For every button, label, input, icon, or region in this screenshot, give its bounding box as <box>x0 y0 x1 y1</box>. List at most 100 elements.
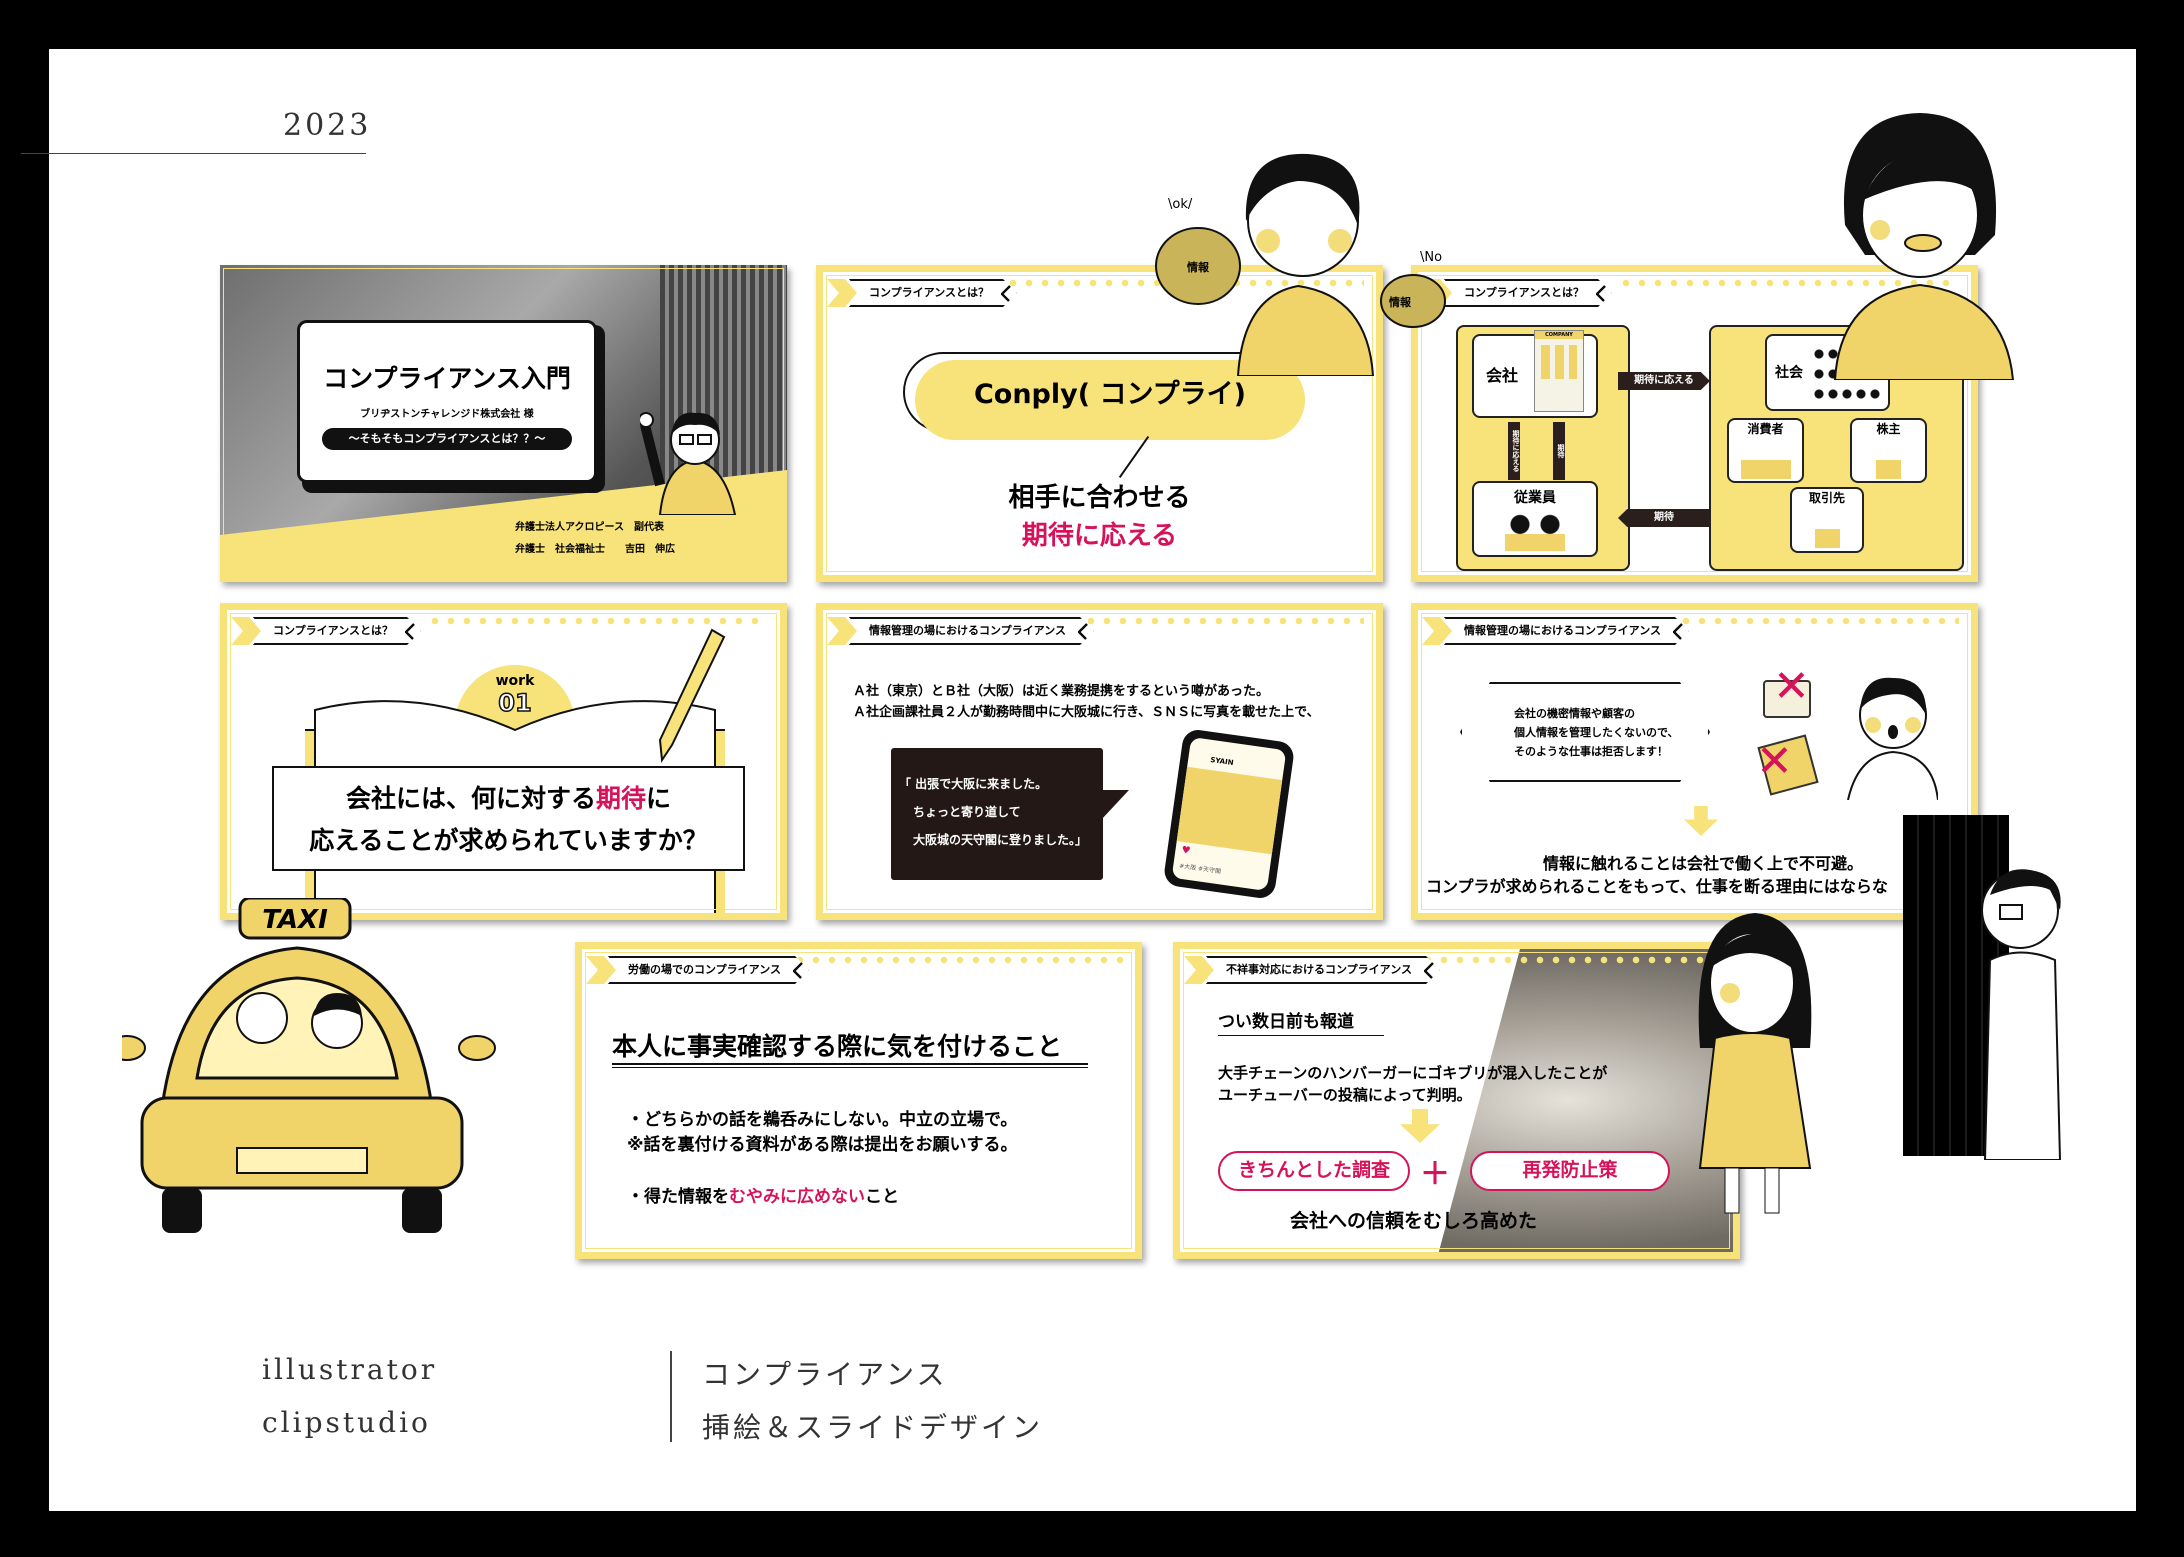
presenter-name-text: 吉田 伸広 <box>625 544 675 555</box>
company-label: 会社 <box>1486 366 1519 385</box>
footer-divider <box>670 1351 672 1442</box>
dot-border <box>1618 278 1959 288</box>
presenter-name: 弁護士 社会福祉士 吉田 伸広 <box>515 540 675 555</box>
question-text: 会社には、何に対する <box>345 784 596 813</box>
down-arrow-icon <box>1684 806 1718 836</box>
heading-underline <box>612 1063 1088 1068</box>
cross-icon: ✕ <box>1773 661 1810 712</box>
result-text: 会社への信頼をむしろ高めた <box>1290 1210 1538 1232</box>
presenter-org: 弁護士法人アクロピース 副代表 <box>515 518 664 533</box>
slide-info-management-2: 情報管理の場におけるコンプライアンス 会社の機密情報や顧客の 個人情報を管理した… <box>1411 603 1978 920</box>
tool-clipstudio: clipstudio <box>262 1406 431 1439</box>
news-line-2: ユーチューバーの投稿によって判明。 <box>1218 1086 1472 1104</box>
employees-label: 従業員 <box>1514 490 1556 506</box>
refusing-man-illustration <box>1847 677 1938 800</box>
bullet-highlight: むやみに広めない <box>729 1187 865 1207</box>
bubble-line-1: 会社の機密情報や顧客の <box>1514 707 1635 720</box>
slide-labor: 労働の場でのコンプライアンス 本人に事実確認する際に気を付けること ・どちらかの… <box>575 942 1142 1259</box>
dot-border <box>1678 616 1959 626</box>
story-line-1: Ａ社（東京）とＢ社（大阪）は近く業務提携をするという噂があった。 <box>853 684 1270 699</box>
people-icon <box>1505 513 1565 551</box>
question-text: に <box>646 784 672 813</box>
badge-number: 01 <box>498 688 533 718</box>
slide-work: コンプライアンスとは？ work 01 会社には、何に対する期待に 応えることが… <box>220 603 787 920</box>
slide-tab: コンプライアンスとは？ <box>1422 278 1612 308</box>
consumers-card: 消費者 <box>1727 418 1804 483</box>
heart-icon: ♥ <box>1180 844 1192 857</box>
question-highlight: 期待 <box>595 784 646 813</box>
bullet-text: こと <box>865 1187 899 1207</box>
investigation-pill: きちんとした調査 <box>1218 1151 1410 1191</box>
arrow-v-expect: 期待 <box>1553 422 1565 480</box>
slide-tab: コンプライアンスとは？ <box>231 616 421 646</box>
dot-border <box>1083 616 1364 626</box>
quote-line-1: 「 出張で大阪に来ました。 <box>899 777 1048 791</box>
tool-illustrator: illustrator <box>262 1353 438 1386</box>
arrow-expectations: 期待 <box>1618 509 1710 527</box>
bullet-note: ※話を裏付ける資料がある際は提出をお願いする。 <box>627 1135 1018 1155</box>
pen-icon <box>658 628 726 763</box>
ok-label: \ok/ <box>1168 197 1193 212</box>
dot-border <box>427 616 768 626</box>
tab-label: コンプライアンスとは？ <box>1444 279 1612 307</box>
conclusion-line-2: コンプラが求められることをもって、仕事を断る理由にはならな <box>1426 877 1888 896</box>
plus-sign: ＋ <box>1420 1157 1450 1192</box>
term-pill: Conply( コンプライ) <box>915 360 1305 440</box>
consumers-label: 消費者 <box>1747 422 1784 436</box>
arrow-v-meet: 期待に応える <box>1508 422 1520 480</box>
people-icon <box>1740 441 1791 479</box>
presenter-quals: 弁護士 社会福祉士 <box>515 544 605 555</box>
chevron-icon <box>1422 617 1452 645</box>
slide-tab: 労働の場でのコンプライアンス <box>586 955 809 985</box>
employees-card: 従業員 <box>1472 481 1598 557</box>
blob-label: 情報 <box>1389 295 1412 309</box>
bubble-tail <box>1101 790 1129 820</box>
tab-label: コンプライアンスとは？ <box>253 617 421 645</box>
labor-heading: 本人に事実確認する際に気を付けること <box>612 1032 1063 1061</box>
pointer-line <box>1118 435 1150 479</box>
chevron-icon <box>586 956 616 984</box>
quote-bubble: 「 出張で大阪に来ました。 ちょっと寄り道して 大阪城の天守閣に登りました。」 <box>891 748 1103 880</box>
news-callout: つい数日前も報道 <box>1218 1007 1384 1036</box>
smartphone-illustration: SYAIN ♥ #大阪 #天守閣 <box>1162 727 1296 901</box>
question-line-1: 会社には、何に対する期待に <box>274 778 743 820</box>
post-photo <box>1176 766 1283 855</box>
slide-tab: 情報管理の場におけるコンプライアンス <box>827 616 1094 646</box>
chevron-icon <box>827 617 857 645</box>
cross-icon: ✕ <box>1756 736 1793 787</box>
title-bubble: コンプライアンス入門 ブリヂストンチャレンジド株式会社 様 〜そもそもコンプライ… <box>297 320 597 483</box>
badge-word: work <box>495 673 535 689</box>
tab-label: 情報管理の場におけるコンプライアンス <box>849 617 1094 645</box>
meaning-1: 相手に合わせる <box>1008 483 1191 513</box>
blob-label: 情報 <box>1187 260 1210 274</box>
tag: #天守閣 <box>1197 865 1222 876</box>
news-line-1: 大手チェーンのハンバーガーにゴキブリが混入したことが <box>1218 1064 1608 1082</box>
thinking-woman-illustration <box>1833 113 2015 380</box>
society-label: 社会 <box>1775 365 1803 381</box>
tag: #大阪 <box>1178 862 1197 872</box>
footer-title-2: 挿絵＆スライドデザイン <box>702 1411 1044 1444</box>
quote-line-3: 大阪城の天守閣に登りました。」 <box>913 833 1088 847</box>
slide-tab: 不祥事対応におけるコンプライアンス <box>1184 955 1440 985</box>
cover-client: ブリヂストンチャレンジド株式会社 様 <box>360 409 534 420</box>
tab-label: 労働の場でのコンプライアンス <box>608 956 809 984</box>
building-icon: COMPANY <box>1534 330 1584 412</box>
lawyer-illustration <box>640 412 737 515</box>
question-line-2: 応えることが求められていますか？ <box>309 826 708 855</box>
dot-border <box>1420 955 1721 965</box>
conclusion-line-1: 情報に触れることは会社で働く上で不可避。 <box>1542 854 1863 873</box>
shareholders-card: 株主 <box>1850 418 1927 483</box>
presenter-org-text: 弁護士法人アクロピース <box>515 522 624 533</box>
peeking-man-illustration <box>1981 869 2062 1160</box>
prevention-pill: 再発防止策 <box>1470 1151 1670 1191</box>
slide-tab: コンプライアンスとは？ <box>827 278 1017 308</box>
bullet-2: ・得た情報をむやみに広めないこと <box>627 1182 899 1207</box>
slide-diagram: コンプライアンスとは？ 会社 COMPANY 従業員 期待に応える 期待 期待に… <box>1411 265 1978 582</box>
year-divider <box>21 153 366 154</box>
presenter-role: 副代表 <box>634 522 664 533</box>
quote-line-2: ちょっと寄り道して <box>913 805 1021 819</box>
tab-label: コンプライアンスとは？ <box>849 279 1017 307</box>
partners-card: 取引先 <box>1790 487 1864 553</box>
bubble-line-3: そのような仕事は拒否します！ <box>1514 745 1668 758</box>
dot-border <box>792 955 1123 965</box>
